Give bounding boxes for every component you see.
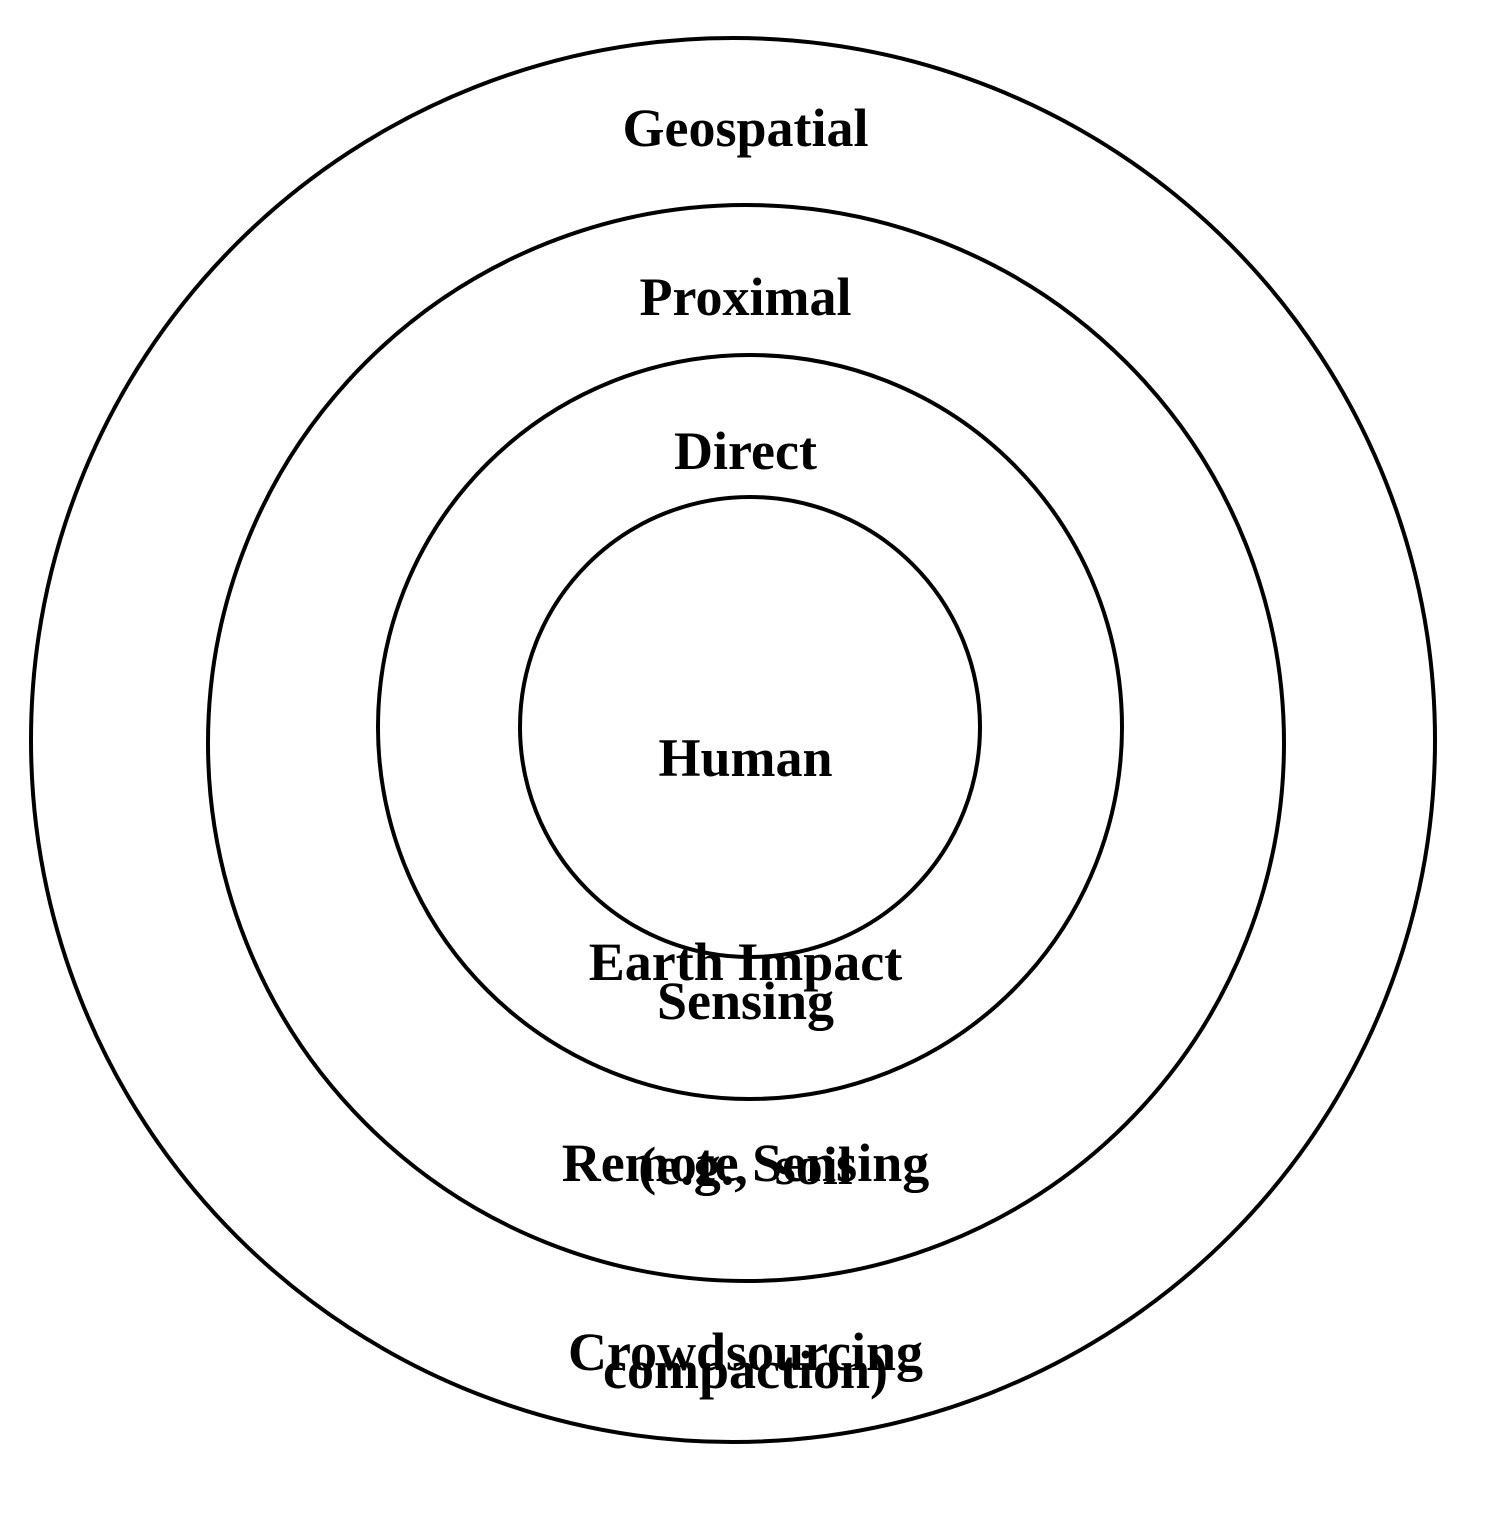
proximal-label: Proximal bbox=[639, 267, 852, 327]
core-ring bbox=[518, 495, 982, 959]
core-line-4: compaction) bbox=[603, 1340, 888, 1400]
concentric-ring-diagram: Geospatial Proximal Direct Human Earth I… bbox=[29, 36, 1437, 1444]
second-ring bbox=[206, 203, 1286, 1283]
crowdsourcing-label: Crowdsourcing bbox=[567, 1322, 924, 1382]
sensing-label: Sensing bbox=[656, 971, 835, 1031]
core-label: Human Earth Impact (e.g., soil compactio… bbox=[0, 588, 1491, 1540]
third-ring bbox=[376, 353, 1124, 1101]
direct-label: Direct bbox=[674, 421, 817, 481]
geospatial-label: Geospatial bbox=[622, 98, 869, 158]
outer-ring bbox=[29, 36, 1437, 1444]
core-line-1: Human bbox=[658, 728, 833, 788]
rings-svg bbox=[29, 36, 1437, 1444]
remote-sensing-label: Remote Sensing bbox=[561, 1133, 930, 1193]
core-line-3: (e.g., soil bbox=[638, 1136, 853, 1196]
core-line-2: Earth Impact bbox=[588, 932, 903, 992]
